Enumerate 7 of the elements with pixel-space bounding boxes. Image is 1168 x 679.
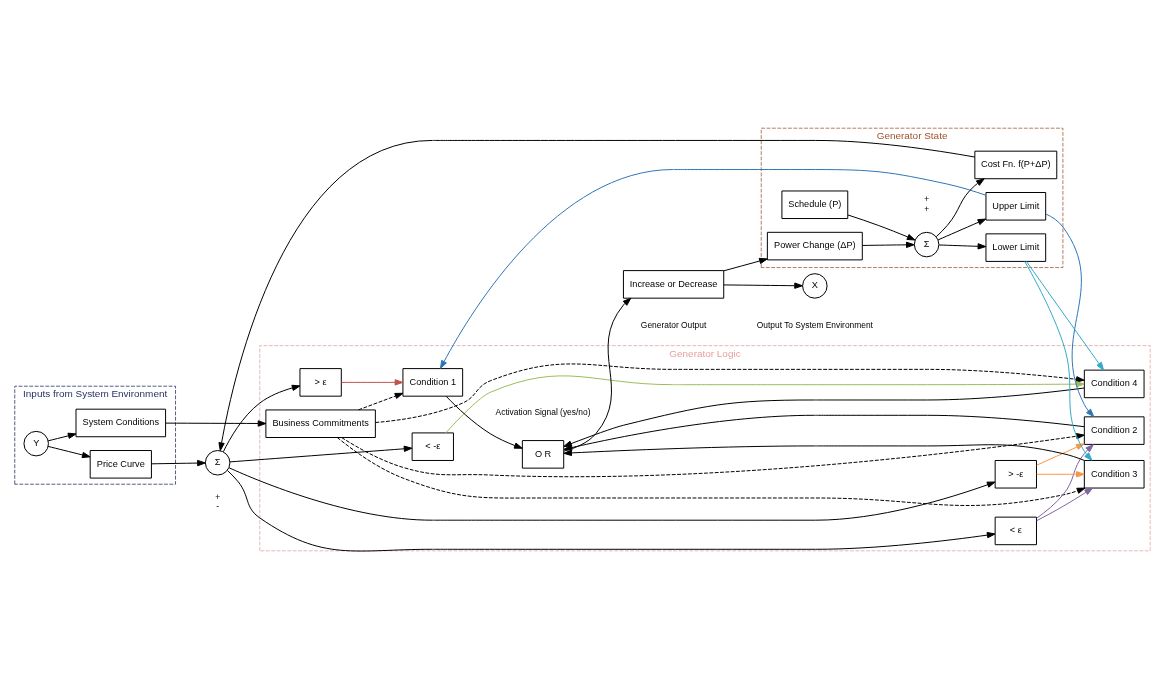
node-label: +	[924, 203, 930, 214]
node-label: Generator Output	[640, 319, 707, 330]
node-label: +	[215, 492, 221, 503]
node-label: -	[216, 501, 220, 512]
node-label: Activation Signal (yes/no)	[495, 407, 591, 418]
node-label: Output To System Environment	[756, 319, 873, 330]
node-label: +	[924, 194, 930, 205]
